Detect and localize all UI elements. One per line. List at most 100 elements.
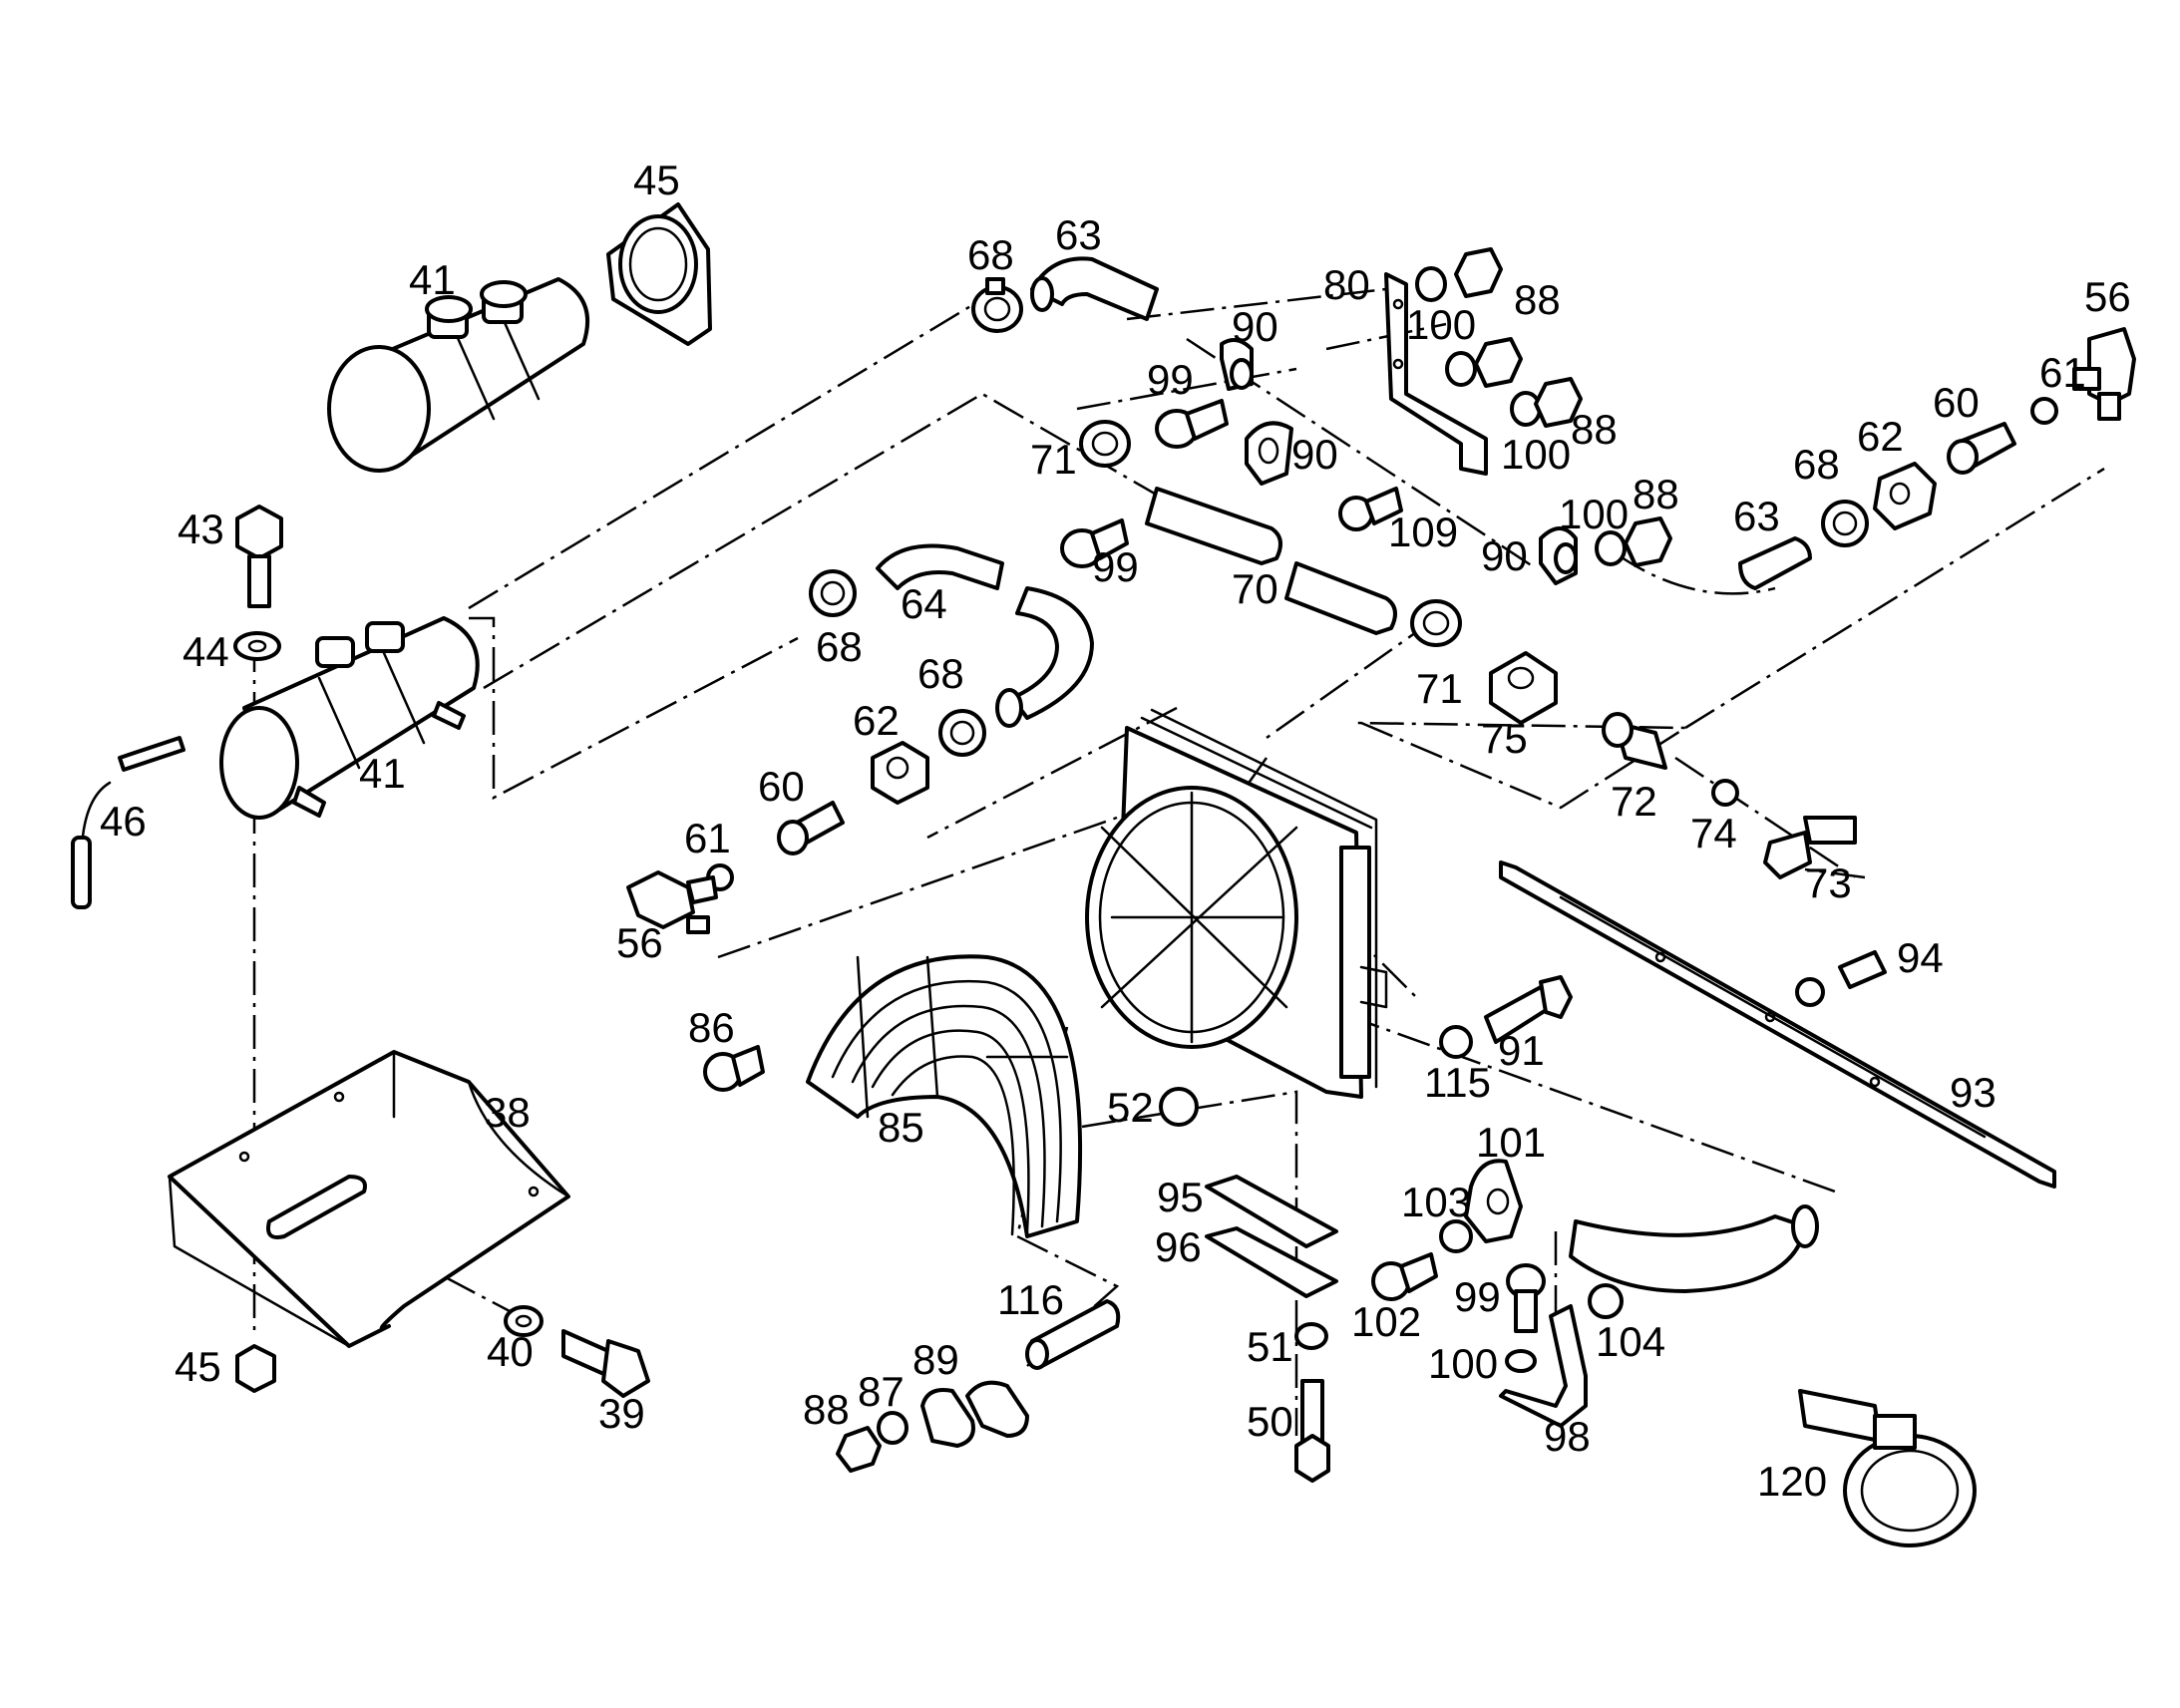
washer-part-115 [1439,1025,1473,1059]
callout-104: 104 [1596,1318,1665,1365]
bracket-part-98 [1499,1304,1588,1428]
washer-part-44 [233,631,281,661]
bolt-part-99-b [1060,518,1129,568]
nut-part-104 [1588,1283,1624,1319]
hose-clamp-part-68-left-a [809,569,857,617]
callout-96: 96 [1155,1223,1202,1270]
mounting-tray-part-38 [168,1050,570,1348]
callout-41-mid: 41 [359,750,406,797]
callout-45-bottom: 45 [175,1343,221,1390]
clamp-bracket-part-45 [606,202,712,346]
callout-64: 64 [901,580,947,627]
callout-61-b: 61 [2039,349,2086,396]
callout-68-b: 68 [816,623,863,670]
washer-nut-part-100-88-a [1415,247,1503,302]
clip-part-89 [920,1380,1029,1448]
callout-120: 120 [1757,1458,1827,1505]
bolt-part-91 [1484,975,1573,1044]
fitting-part-60-left [777,801,845,855]
callout-100-d: 100 [1428,1340,1498,1387]
callout-45-top: 45 [633,157,680,203]
callout-46: 46 [100,798,147,845]
receiver-drier-part-41-top [327,277,590,473]
hose-clamp-part-71-b [1410,599,1462,647]
support-bar-part-93 [1499,860,2056,1189]
callout-115: 115 [1424,1059,1491,1106]
o-ring-part-74 [1711,779,1739,807]
clip-part-90-b [1245,421,1293,486]
radiator-fan-shroud [1085,708,1388,1099]
hex-nut-part-62-right [1873,462,1937,530]
bolt-part-39 [561,1329,650,1398]
callout-99-b: 99 [1092,543,1139,590]
plate-part-96 [1205,1226,1338,1298]
callout-88-a: 88 [1514,276,1561,323]
bolt-part-99-c [1506,1263,1546,1333]
bolt-part-94 [1795,950,1887,1007]
hose-part-63-top [1030,256,1159,321]
bolt-part-102 [1371,1252,1438,1301]
callout-98: 98 [1544,1413,1591,1460]
callout-89: 89 [912,1336,959,1383]
nut-part-45-bottom [235,1344,276,1393]
bolt-part-50 [1294,1379,1330,1483]
callout-50: 50 [1247,1398,1293,1445]
callout-80: 80 [1323,261,1370,308]
callout-91: 91 [1498,1027,1545,1074]
callout-93: 93 [1950,1069,1997,1116]
callout-88-d: 88 [803,1386,850,1433]
nut-part-88-bottom [836,1426,882,1473]
cable-tie-part-120 [1798,1389,1977,1547]
callout-41-top: 41 [409,256,456,303]
callout-71-a: 71 [1030,436,1077,483]
washer-part-100-d [1505,1349,1537,1373]
callout-102: 102 [1351,1298,1421,1345]
screw-part-86 [703,1045,765,1092]
callout-109: 109 [1388,509,1458,555]
callout-labels: 45 41 43 44 41 46 38 45 40 39 68 63 90 9… [100,157,2131,1505]
callout-60-a: 60 [758,763,805,810]
callout-51: 51 [1247,1323,1293,1370]
washer-nut-part-100-88-b [1445,337,1523,388]
washer-nut-part-100-88-d [1595,516,1672,567]
callout-38: 38 [484,1089,531,1136]
bracket-part-80 [1384,272,1488,476]
fitting-part-72 [1602,712,1667,770]
callout-103: 103 [1401,1179,1471,1225]
tube-part-46 [71,736,185,909]
callout-72: 72 [1611,778,1657,825]
bolt-part-99-a [1155,399,1229,449]
hose-part-70 [1145,487,1397,635]
tee-fitting-part-56-right [2072,327,2136,421]
washer-part-103 [1439,1219,1473,1253]
callout-60-b: 60 [1933,379,1980,426]
hose-part-64 [876,543,1094,728]
callout-100-b: 100 [1501,431,1571,478]
clamp-part-101 [1464,1159,1523,1243]
hose-clamp-part-68-top [971,277,1023,333]
hose-right-lower [1569,1204,1819,1293]
callout-90-c: 90 [1481,532,1528,579]
callout-68-c: 68 [917,650,964,697]
hose-clamp-part-68-left-b [938,709,986,757]
callout-88-c: 88 [1633,471,1679,517]
bolt-part-43 [235,505,283,608]
clip-part-90-a [1220,338,1254,391]
hose-clamp-part-68-right [1821,500,1869,547]
callout-99-a: 99 [1147,356,1194,403]
callout-39: 39 [598,1390,645,1437]
hex-nut-part-62-left [871,741,929,805]
hose-clamp-part-71-a [1079,420,1131,468]
callout-63-b: 63 [1733,493,1780,539]
callout-90-b: 90 [1291,431,1338,478]
hex-coupling-part-75 [1489,651,1558,725]
callout-44: 44 [182,628,229,675]
callout-40: 40 [487,1328,534,1375]
callout-68-a: 68 [967,231,1014,278]
plate-part-95 [1205,1175,1338,1248]
callout-100-a: 100 [1406,301,1476,348]
callout-94: 94 [1897,934,1944,981]
tee-fitting-part-56-left [626,870,718,934]
washer-part-51 [1294,1322,1328,1350]
